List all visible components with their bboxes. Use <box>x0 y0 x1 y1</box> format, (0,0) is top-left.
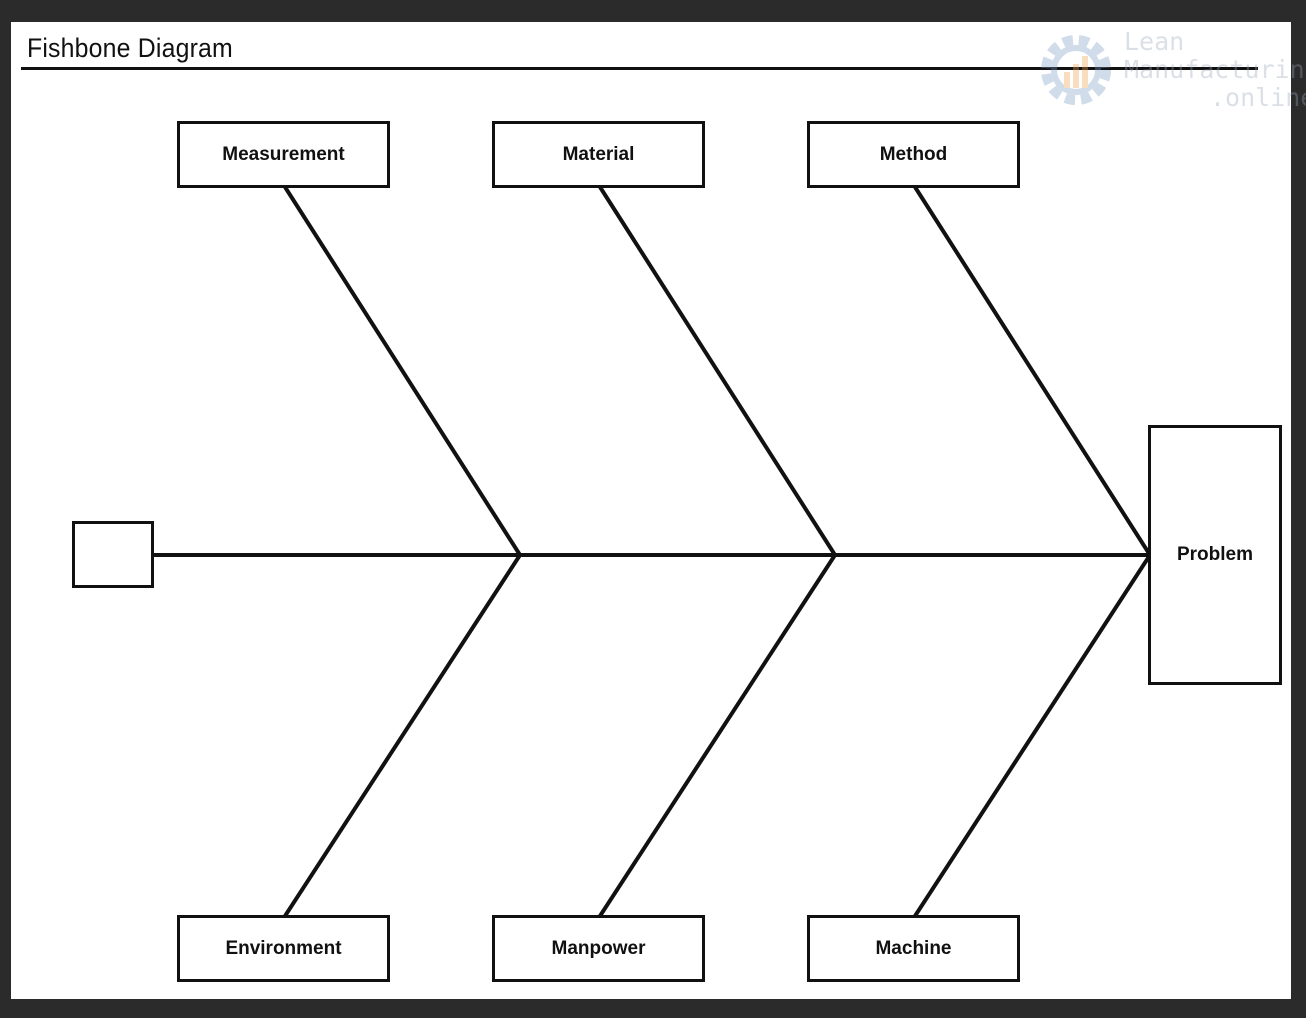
category-box-environment: Environment <box>177 915 390 982</box>
bone-material <box>598 185 837 557</box>
watermark-line-1: Lean <box>1124 27 1185 56</box>
category-label: Environment <box>225 937 342 959</box>
bone-manpower <box>598 553 837 918</box>
category-box-method: Method <box>807 121 1020 188</box>
category-label: Measurement <box>222 143 345 165</box>
category-box-measurement: Measurement <box>177 121 390 188</box>
category-label: Manpower <box>551 937 646 959</box>
bone-machine <box>913 553 1152 918</box>
watermark-line-3: .online <box>1210 83 1306 112</box>
category-label: Material <box>562 143 635 165</box>
tail-box <box>72 521 154 588</box>
category-label: Machine <box>875 937 952 959</box>
bone-measurement <box>283 185 522 557</box>
gear-icon <box>1041 35 1111 105</box>
page-title: Fishbone Diagram <box>27 33 233 63</box>
problem-box: Problem <box>1148 425 1282 685</box>
watermark-line-2: Manufacturing <box>1124 55 1306 84</box>
category-box-manpower: Manpower <box>492 915 705 982</box>
category-box-material: Material <box>492 121 705 188</box>
category-box-machine: Machine <box>807 915 1020 982</box>
bone-method <box>913 185 1152 557</box>
title-underline <box>21 67 1258 70</box>
lean-manufacturing-logo: Lean Manufacturing .online <box>1036 22 1306 122</box>
problem-label: Problem <box>1176 544 1254 565</box>
category-label: Method <box>879 143 948 165</box>
bone-environment <box>283 553 522 918</box>
